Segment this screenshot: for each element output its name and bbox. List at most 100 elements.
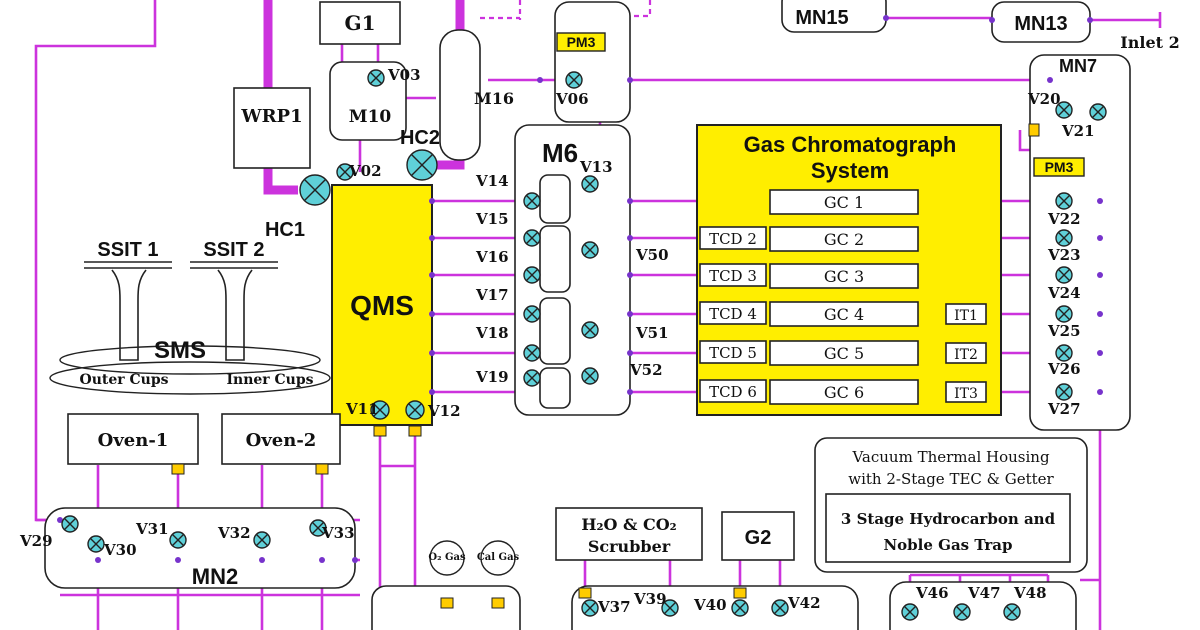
- v48-label: V48: [1013, 584, 1047, 602]
- hc1-label: HC1: [265, 219, 305, 241]
- gc3-label: GC 3: [824, 267, 864, 286]
- svg-text:M16: M16: [474, 89, 514, 108]
- v15-valve-icon: [523, 229, 541, 247]
- v40-valve-icon: [731, 599, 749, 617]
- tcd5-label: TCD 5: [709, 344, 757, 362]
- svg-text:PM3: PM3: [567, 34, 596, 50]
- v17-label: V17: [475, 286, 509, 304]
- v18-valve-icon: [523, 344, 541, 362]
- v27-valve-icon: [1055, 383, 1073, 401]
- gc-system: Gas Chromatograph System GC 1 GC 2 GC 3 …: [696, 124, 1002, 416]
- mn7-manifold: MN7 PM3: [1029, 54, 1131, 431]
- mn2-manifold: MN2: [44, 507, 356, 589]
- oven2-box: Oven-2: [221, 413, 341, 465]
- tcd6-label: TCD 6: [709, 383, 757, 401]
- cal-gas-label: Cal Gas: [477, 552, 520, 563]
- svg-text:MN7: MN7: [1059, 56, 1097, 76]
- v18-label: V18: [475, 324, 509, 342]
- v47-label: V47: [967, 584, 1001, 602]
- v42-label: V42: [787, 594, 821, 612]
- inlet2-label: Inlet 2: [1120, 33, 1179, 52]
- v19-label: V19: [475, 368, 509, 386]
- g1-box: G1: [319, 1, 401, 45]
- pm3-enclosure: PM3: [554, 1, 631, 123]
- v29-valve-icon: [61, 515, 79, 533]
- svg-text:H₂O & CO₂: H₂O & CO₂: [581, 515, 676, 534]
- v23-label: V23: [1047, 246, 1081, 264]
- v29-label: V29: [19, 532, 53, 550]
- v03-valve-icon: [367, 69, 385, 87]
- v48-valve-icon: [1003, 603, 1021, 621]
- v50-label: V50: [635, 246, 669, 264]
- v25-valve-icon: [1055, 305, 1073, 323]
- v30-valve-icon: [87, 535, 105, 553]
- v11-label: V11: [345, 400, 379, 418]
- v22-valve-icon: [1055, 192, 1073, 210]
- v33-label: V33: [321, 524, 355, 542]
- junction-dots: [57, 15, 1103, 563]
- svg-text:MN13: MN13: [1014, 13, 1067, 35]
- gc4-label: GC 4: [824, 305, 864, 324]
- svg-text:Noble Gas Trap: Noble Gas Trap: [883, 536, 1012, 554]
- bottom-valve-enclosure: [571, 581, 1077, 630]
- gc2-label: GC 2: [824, 230, 864, 249]
- tcd2-label: TCD 2: [709, 230, 757, 248]
- v20-label: V20: [1027, 90, 1061, 108]
- v13-label: V13: [579, 158, 613, 176]
- v16-label: V16: [475, 248, 509, 266]
- svg-text:SSIT 2: SSIT 2: [203, 239, 264, 261]
- v06-label: V06: [555, 90, 589, 108]
- svg-text:3 Stage Hydrocarbon and: 3 Stage Hydrocarbon and: [841, 510, 1056, 528]
- gc5-label: GC 5: [824, 344, 864, 363]
- v11-valve-icon: [370, 400, 390, 420]
- hc1-valve-icon: [299, 174, 331, 206]
- valves-layer: [61, 69, 1107, 621]
- v19-valve-icon: [523, 369, 541, 387]
- v17-valve-icon: [523, 305, 541, 323]
- v39-label: V39: [633, 590, 667, 608]
- oven1-box: Oven-1: [67, 413, 199, 465]
- tcd4-label: TCD 4: [709, 305, 757, 323]
- svg-text:Vacuum Thermal Housing: Vacuum Thermal Housing: [851, 448, 1049, 466]
- v22-label: V22: [1047, 210, 1081, 228]
- outer-cups-label: Outer Cups: [80, 372, 169, 388]
- qms-box: QMS: [331, 184, 433, 426]
- v24-label: V24: [1047, 284, 1081, 302]
- m6-manifold: M6: [514, 124, 631, 416]
- svg-text:WRP1: WRP1: [240, 106, 302, 127]
- v02-label: V02: [348, 162, 382, 180]
- v23-valve-icon: [1055, 229, 1073, 247]
- it2-label: IT2: [954, 347, 978, 363]
- v14-valve-icon: [523, 192, 541, 210]
- v52-label: V52: [629, 361, 663, 379]
- gc1-label: GC 1: [824, 193, 864, 212]
- v39-valve-icon: [661, 599, 679, 617]
- fittings: [171, 123, 1040, 609]
- it3-label: IT3: [954, 386, 978, 402]
- gas-supply-enclosure: O₂ Gas Cal Gas: [371, 540, 521, 630]
- svg-text:G2: G2: [745, 527, 772, 549]
- ssit1: SSIT 1: [84, 239, 172, 361]
- v16-valve-icon: [523, 266, 541, 284]
- v25-label: V25: [1047, 322, 1081, 340]
- v32-label: V32: [217, 524, 251, 542]
- svg-text:G1: G1: [345, 11, 376, 35]
- v42-valve-icon: [771, 599, 789, 617]
- svg-text:M6: M6: [542, 138, 578, 168]
- v27-label: V27: [1047, 400, 1081, 418]
- v30-label: V30: [103, 541, 137, 559]
- gc-title-line1: Gas Chromatograph: [744, 132, 957, 157]
- wrp1-box: WRP1: [233, 87, 311, 169]
- o2-gas-label: O₂ Gas: [428, 552, 466, 563]
- it1-label: IT1: [954, 308, 978, 324]
- svg-text:Oven-2: Oven-2: [246, 430, 317, 451]
- svg-text:PM3: PM3: [1045, 159, 1074, 175]
- v50-valve-icon: [581, 241, 599, 259]
- tcd3-label: TCD 3: [709, 267, 757, 285]
- g2-box: G2: [721, 511, 795, 561]
- v31-label: V31: [135, 520, 169, 538]
- svg-text:Oven-1: Oven-1: [98, 430, 169, 451]
- svg-text:QMS: QMS: [350, 290, 414, 321]
